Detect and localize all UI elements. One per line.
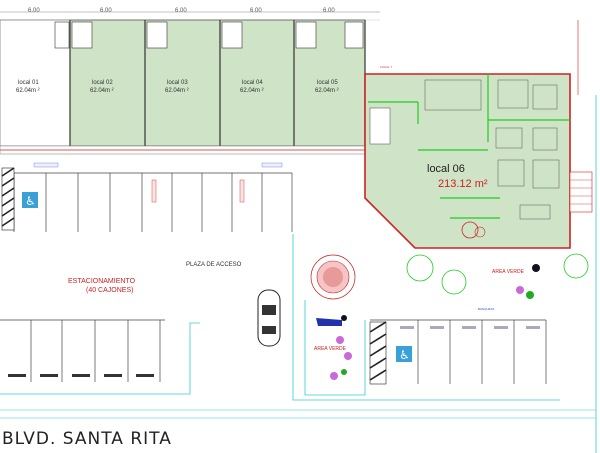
restroom-icon: [71, 21, 93, 49]
tree-icon: [563, 253, 589, 279]
right-edge: [569, 20, 597, 453]
green-area-right: AREA VERDE BANQUETA: [406, 253, 589, 311]
dim-label-1: 6.00: [28, 8, 40, 14]
upper-parking: ♿: [1, 162, 293, 232]
flower-icon: [344, 352, 352, 360]
local-01-area-text: 62.04m ²: [16, 88, 40, 94]
svg-text:♿: ♿: [25, 194, 36, 208]
accessible-parking-icon: [22, 192, 38, 208]
dim-label-2: 6.00: [100, 8, 112, 14]
desk-icon: [532, 84, 558, 110]
green-area-label-right: AREA VERDE: [492, 269, 525, 275]
svg-text:♿: ♿: [399, 348, 410, 362]
local-05-name: local 05: [317, 80, 338, 86]
site-edges: [0, 234, 596, 419]
desk-icon: [497, 159, 525, 187]
restroom-icon: [295, 21, 317, 49]
local-06-name: local 06: [427, 163, 465, 175]
tree-icon: [406, 254, 434, 282]
sofa-icon: [519, 204, 551, 220]
restroom-icon: [344, 21, 364, 49]
restroom-icon: [146, 21, 168, 49]
restroom-icon: [54, 21, 70, 49]
lower-parking-left: [0, 319, 165, 382]
street-name: BLVD. SANTA RITA: [2, 429, 172, 449]
dim-label-4: 6.00: [250, 8, 262, 14]
table-icon: [461, 221, 479, 239]
restroom-icon: [221, 21, 243, 49]
plaza-label: PLAZA DE ACCESO: [186, 262, 242, 268]
local-04-area-text: 62.04m ²: [240, 88, 264, 94]
lower-parking-right: ♿: [369, 319, 547, 385]
shop-row: local 01 62.04m ² local 02 62.04m ² loca…: [0, 19, 366, 155]
dimension-band: 6.00 6.00 6.00 6.00 6.00: [0, 8, 380, 21]
local-04-name: local 04: [242, 80, 263, 86]
tree-icon: [441, 269, 467, 295]
parking-count: (40 CAJONES): [86, 287, 133, 294]
car-icon: [257, 289, 281, 347]
local-06: LOCAL 7 local 06 213.12 m²: [364, 65, 571, 249]
accessible-parking-icon: [396, 346, 412, 362]
desk-icon: [532, 159, 560, 189]
dim-label-5: 6.00: [323, 8, 335, 14]
local-02-area-text: 62.04m ²: [90, 88, 114, 94]
desk-icon: [495, 127, 523, 149]
stairs: [569, 171, 593, 213]
flower-icon: [516, 286, 524, 294]
local-07-note: LOCAL 7: [380, 65, 393, 69]
bench-icon: [316, 318, 342, 326]
green-area-center: AREA VERDE: [314, 315, 352, 380]
local-03-area-text: 62.04m ²: [165, 88, 189, 94]
green-area-label-center: AREA VERDE: [314, 346, 347, 352]
desk-icon: [497, 79, 529, 109]
desk-icon: [532, 127, 558, 151]
parking-label: ESTACIONAMIENTO: [68, 278, 136, 285]
local-05-area-text: 62.04m ²: [315, 88, 339, 94]
shrub-icon: [532, 264, 540, 272]
parking-sign: [151, 179, 157, 203]
flower-icon: [341, 369, 347, 375]
fountain: [310, 254, 356, 300]
local-03-name: local 03: [167, 80, 188, 86]
restroom-icon: [369, 107, 391, 145]
flower-icon: [330, 372, 338, 380]
local-06-outline: [364, 73, 571, 249]
banqueta-label: BANQUETA: [478, 307, 494, 311]
table-icon: [474, 226, 486, 238]
parking-sign: [239, 179, 245, 203]
hatched-zone: [369, 321, 387, 385]
dim-label-3: 6.00: [175, 8, 187, 14]
local-02-name: local 02: [92, 80, 113, 86]
flower-icon: [336, 336, 344, 344]
meeting-table-icon: [424, 79, 482, 111]
local-01-name: local 01: [18, 80, 39, 86]
local-06-area-text: 213.12 m²: [438, 178, 488, 190]
shrub-icon: [341, 315, 347, 321]
flower-icon: [526, 291, 534, 299]
